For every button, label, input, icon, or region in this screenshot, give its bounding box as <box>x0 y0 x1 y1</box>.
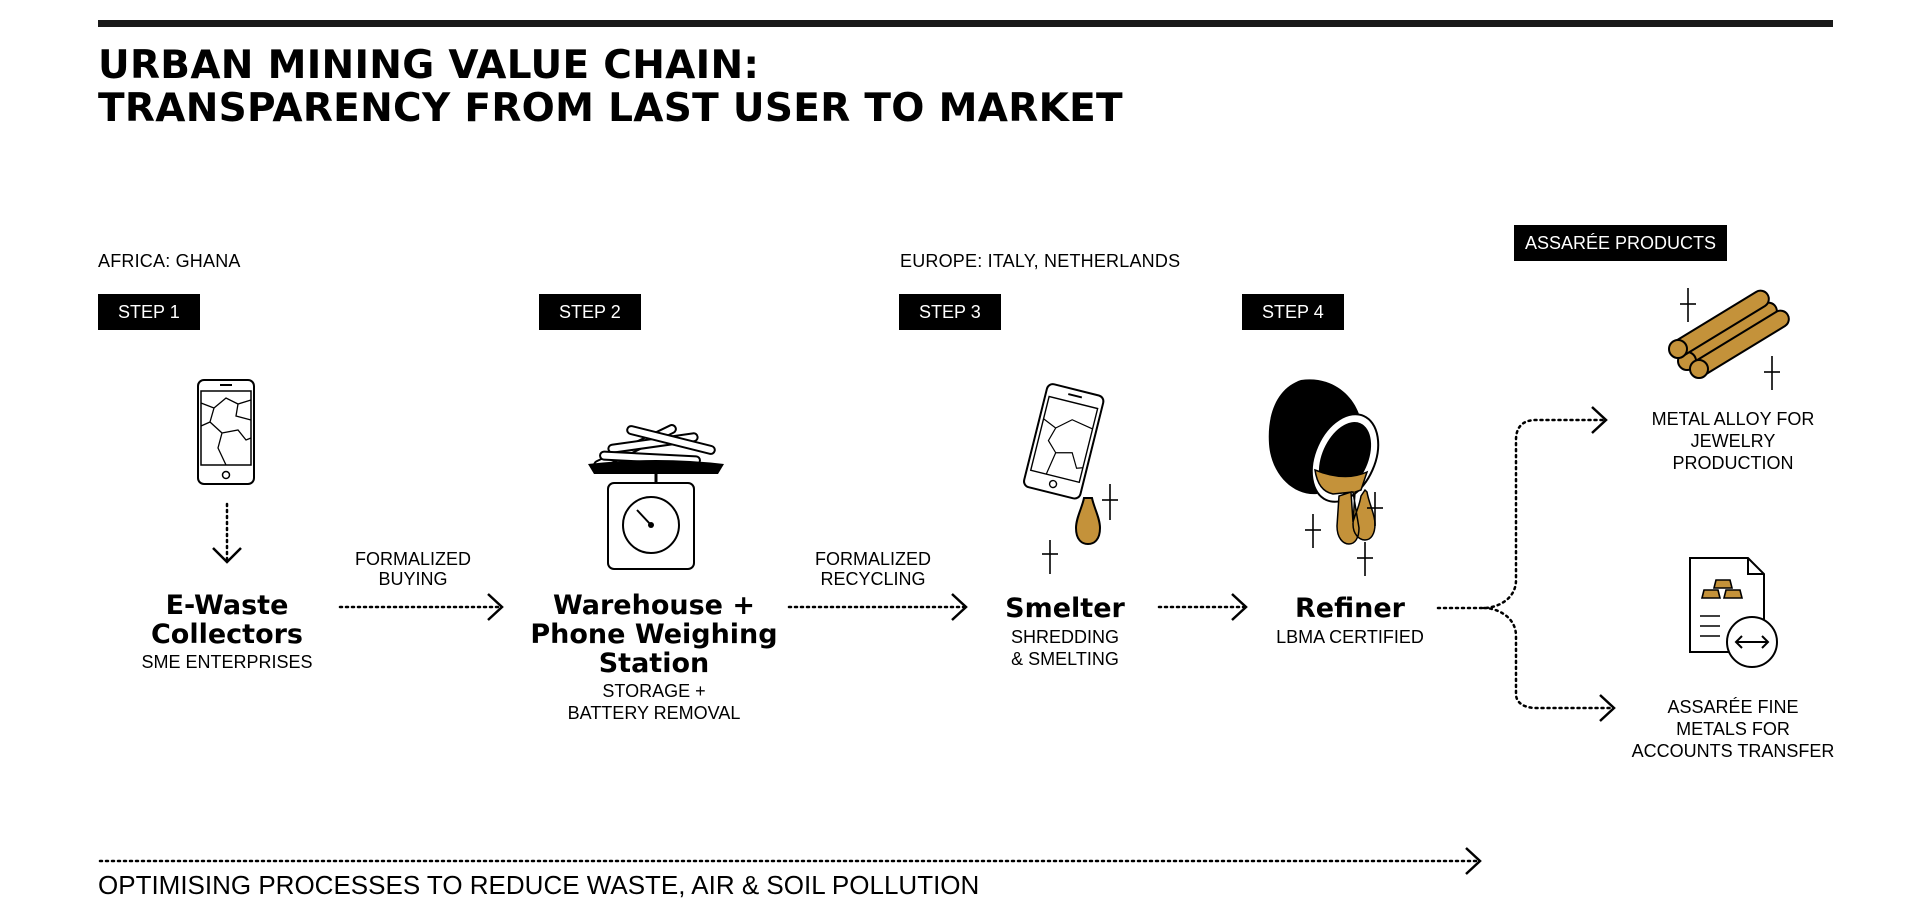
products-badge: ASSARÉE PRODUCTS <box>1514 225 1728 261</box>
product-1-label-line-1: METAL ALLOY FOR <box>1651 409 1815 429</box>
step-1-subtitle: SME ENTERPRISES <box>141 652 313 672</box>
region-europe: EUROPE: ITALY, NETHERLANDS <box>900 251 1181 271</box>
step-2-subtitle-line-2: BATTERY REMOVAL <box>567 703 741 723</box>
step-2-subtitle-line-1: STORAGE + <box>602 681 706 701</box>
arrow-1-label: FORMALIZED BUYING <box>333 549 493 589</box>
metal-bars-icon <box>1668 288 1790 390</box>
top-rule <box>98 20 1833 27</box>
step-3-subtitle: SHREDDING & SMELTING <box>980 626 1150 670</box>
document-transfer-icon <box>1689 557 1778 668</box>
step-1-badge: STEP 1 <box>98 294 200 330</box>
step-3-title: Smelter <box>1005 593 1125 624</box>
product-1-label: METAL ALLOY FOR JEWELRY PRODUCTION <box>1620 408 1846 474</box>
product-2-label-line-1: ASSARÉE FINE <box>1667 697 1799 717</box>
step-2-title-line-1: Warehouse + <box>552 590 756 621</box>
title-line-1: URBAN MINING VALUE CHAIN: <box>98 43 760 88</box>
step-1-title-line-1: E-Waste <box>165 590 289 621</box>
title-line-2: TRANSPARENCY FROM LAST USER TO MARKET <box>98 86 1123 131</box>
product-1-label-line-3: PRODUCTION <box>1672 453 1794 473</box>
region-africa: AFRICA: GHANA <box>98 251 241 271</box>
step-4-subtitle: LBMA CERTIFIED <box>1276 627 1424 647</box>
down-arrow-icon <box>212 502 242 564</box>
arrow-2-label-line-2: RECYCLING <box>820 569 926 589</box>
footer-caption: OPTIMISING PROCESSES TO REDUCE WASTE, AI… <box>98 870 980 900</box>
crucible-pour-icon <box>1268 379 1383 576</box>
step-3-subtitle-line-2: & SMELTING <box>1011 649 1119 669</box>
page-title: URBAN MINING VALUE CHAIN: TRANSPARENCY F… <box>98 44 1123 130</box>
step-2-title-line-2: Phone Weighing <box>530 619 778 650</box>
weighing-scale-icon <box>588 424 724 570</box>
arrow-2-label-line-1: FORMALIZED <box>814 549 931 569</box>
flow-arrow-1 <box>338 593 504 621</box>
step-2-subtitle: STORAGE + BATTERY REMOVAL <box>504 680 804 724</box>
step-4-badge: STEP 4 <box>1242 294 1344 330</box>
step-2-title-line-3: Station <box>598 648 710 679</box>
arrow-2-label: FORMALIZED RECYCLING <box>793 549 953 589</box>
melting-phone-icon <box>1023 383 1118 574</box>
product-1-label-line-2: JEWELRY <box>1690 431 1776 451</box>
step-2-title: Warehouse + Phone Weighing Station <box>504 591 804 678</box>
arrow-1-label-line-1: FORMALIZED <box>354 549 471 569</box>
flow-branch-arrow <box>1436 406 1616 722</box>
step-4-title: Refiner <box>1295 593 1405 624</box>
step-2-badge: STEP 2 <box>539 294 641 330</box>
step-3-subtitle-line-1: SHREDDING <box>1010 627 1119 647</box>
flow-arrow-3 <box>1157 593 1248 621</box>
step-1-title-line-2: Collectors <box>150 619 304 650</box>
product-2-label-line-3: ACCOUNTS TRANSFER <box>1631 741 1835 761</box>
footer-arrow <box>98 847 1482 875</box>
smartphone-icon <box>197 379 255 485</box>
flow-arrow-2 <box>787 593 968 621</box>
arrow-1-label-line-2: BUYING <box>378 569 448 589</box>
step-3-badge: STEP 3 <box>899 294 1001 330</box>
step-1-title: E-Waste Collectors <box>132 591 322 649</box>
product-2-label-line-2: METALS FOR <box>1676 719 1790 739</box>
product-2-label: ASSARÉE FINE METALS FOR ACCOUNTS TRANSFE… <box>1620 696 1846 762</box>
